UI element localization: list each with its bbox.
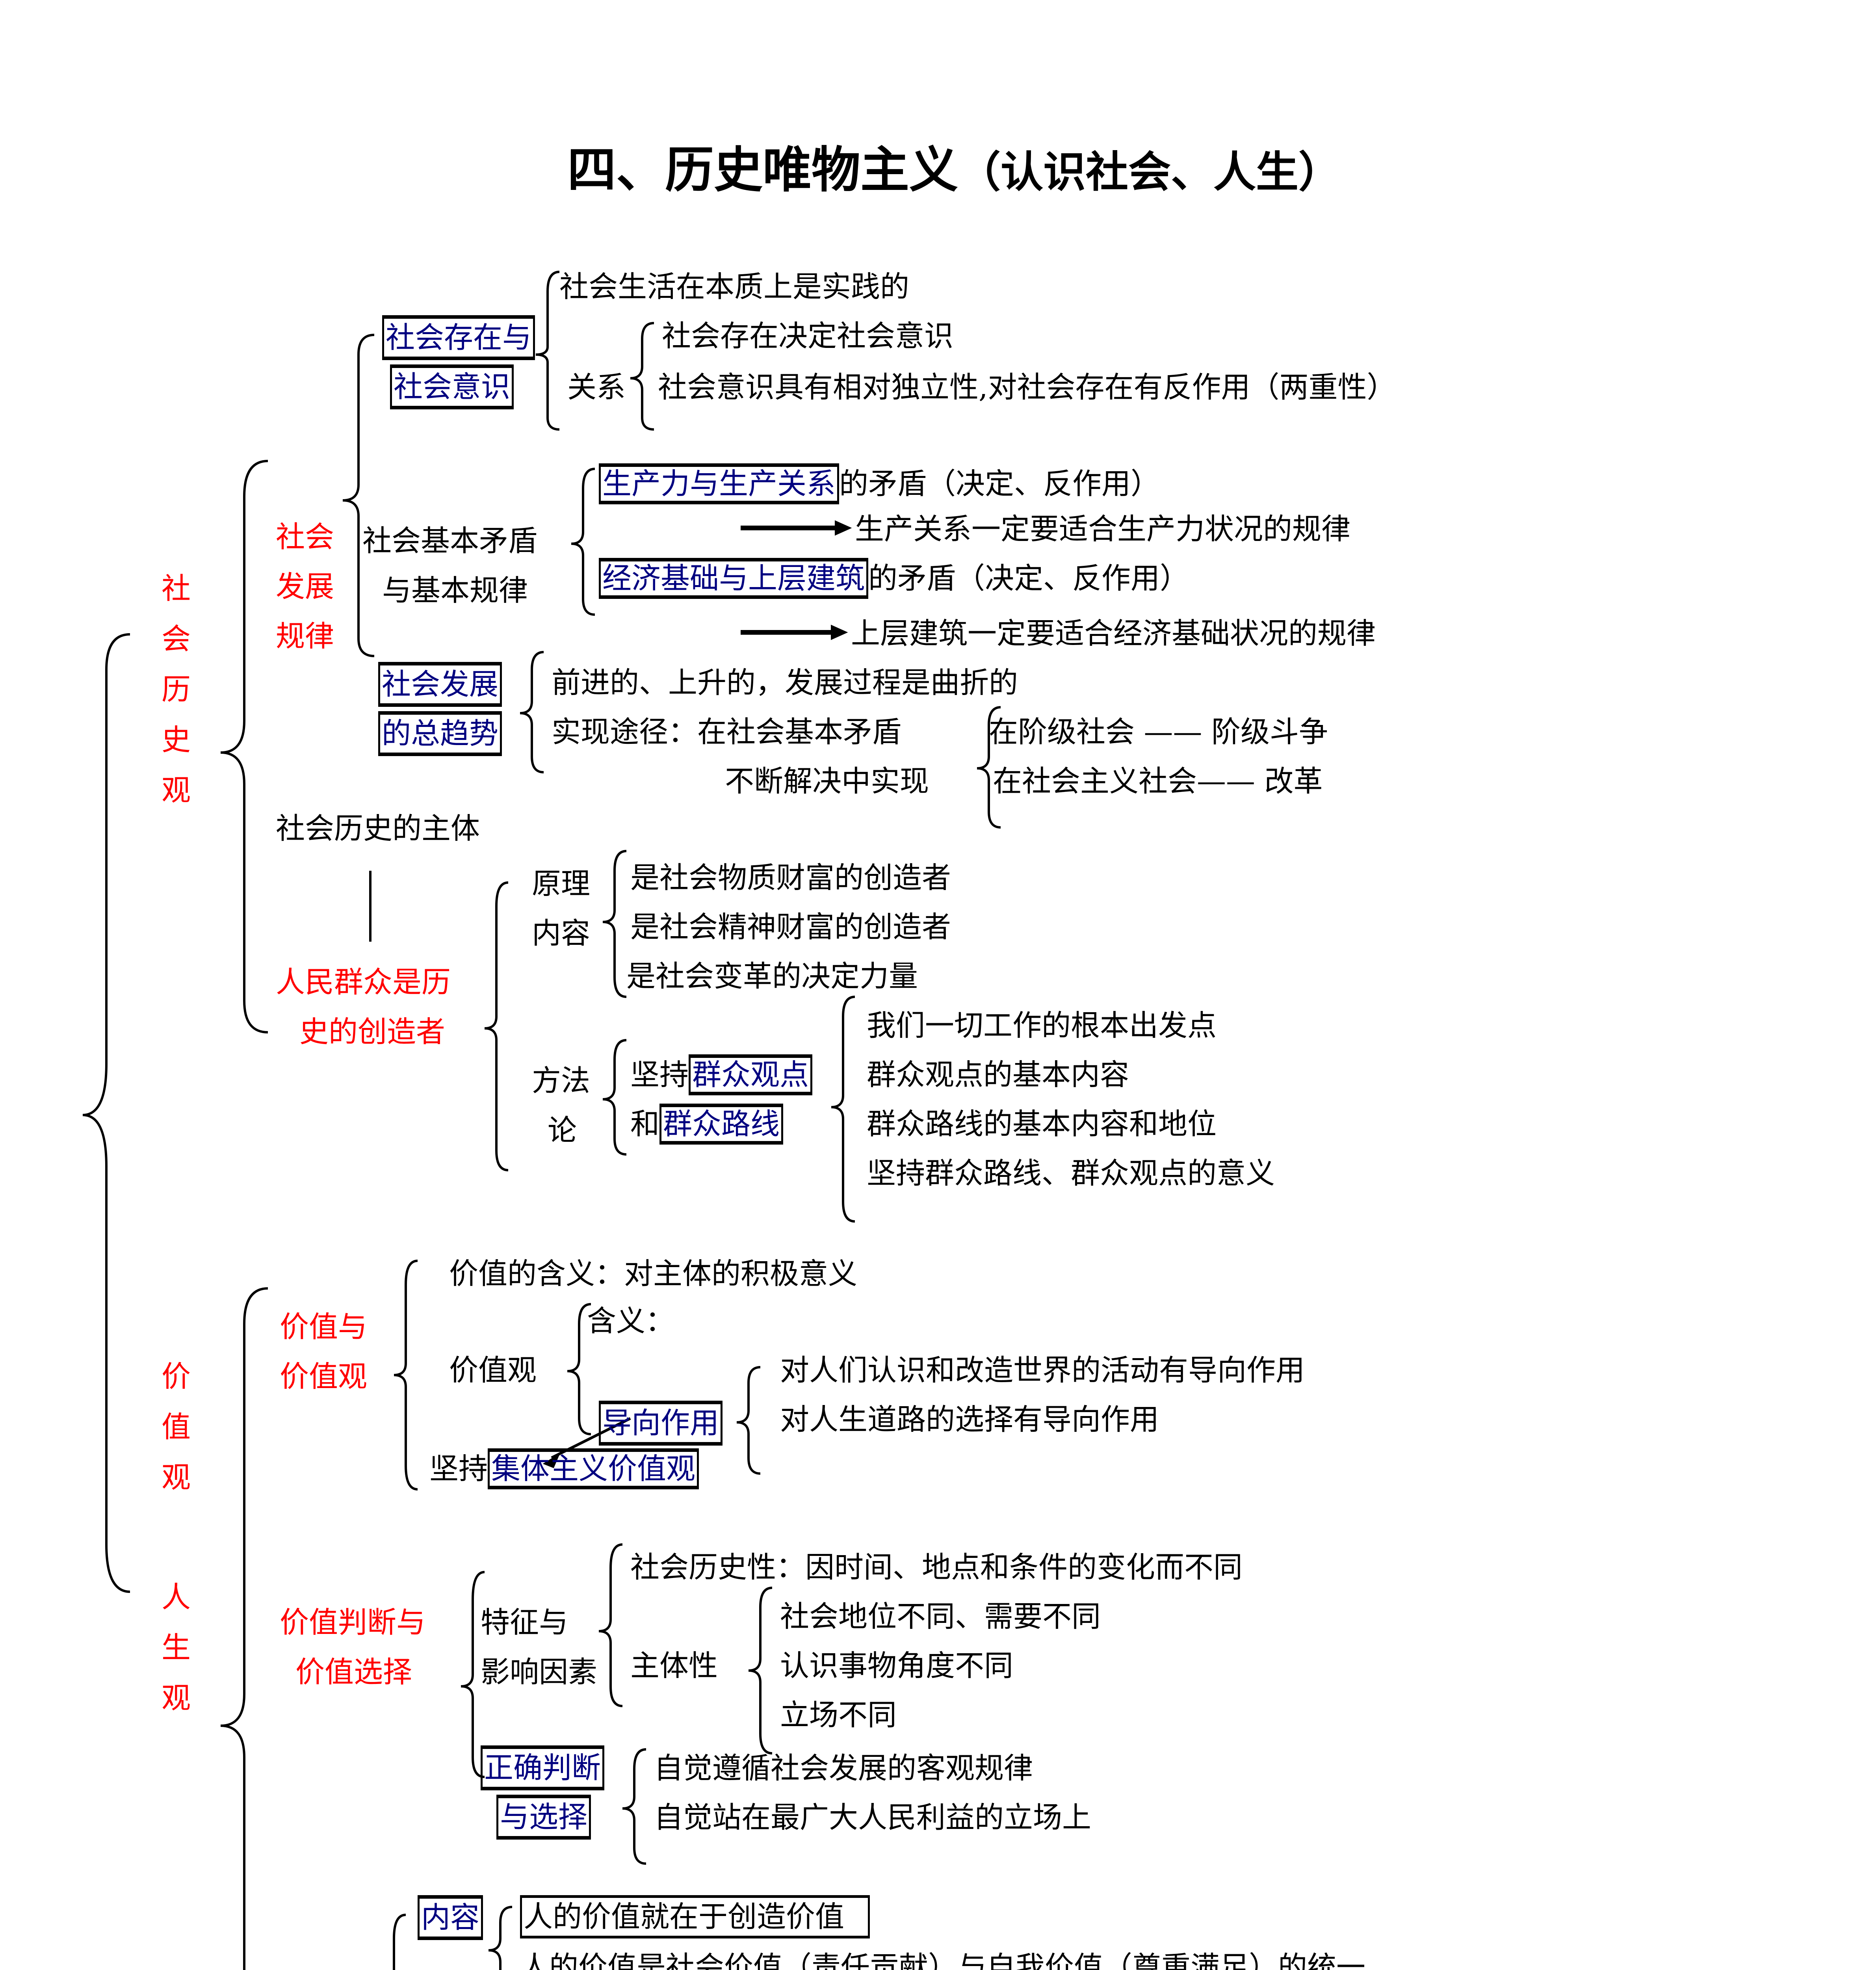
title-sub: （认识社会、人生）	[958, 148, 1341, 197]
path-item-socialism: 在社会主义社会—— 改革	[993, 764, 1323, 798]
title-main: 四、历史唯物主义	[567, 142, 958, 199]
values-meaning: 含义：	[587, 1304, 674, 1338]
correct-item-1: 自觉遵循社会发展的客观规律	[654, 1751, 1033, 1785]
principle-item-3: 是社会变革的决定力量	[626, 959, 918, 993]
content-item-2: 人的价值是社会价值（责任贡献）与自我价值（尊重满足）的统一	[520, 1950, 1365, 1970]
label-methodology: 方法 论	[532, 1064, 590, 1147]
adhere-collectivism: 坚持集体主义价值观	[429, 1448, 699, 1489]
method-item-3: 群众路线的基本内容和地位	[867, 1107, 1217, 1141]
law-2: 上层建筑一定要适合经济基础状况的规律	[851, 617, 1376, 650]
item-social-life-practice: 社会生活在本质上是实践的	[559, 270, 909, 304]
law-1: 生产关系一定要适合生产力状况的规律	[855, 512, 1350, 546]
box-guide-role: 导向作用	[599, 1401, 723, 1446]
subjectivity-item-2: 认识事物角度不同	[780, 1649, 1013, 1683]
principle-item-1: 是社会物质财富的创造者	[630, 861, 951, 895]
box-existence: 社会存在与	[382, 315, 535, 360]
box-general-trend-1: 社会发展	[378, 662, 502, 707]
label-value-and-values: 价值与 价值观	[280, 1310, 367, 1394]
label-social-development-law: 社会 发展 规律	[276, 520, 334, 653]
box-productivity: 生产力与生产关系	[599, 463, 839, 504]
label-life-view: 人生观	[162, 1580, 191, 1715]
box-collectivism: 集体主义价值观	[488, 1448, 699, 1489]
values-label: 价值观	[449, 1353, 537, 1387]
relation-item-2: 社会意识具有相对独立性,对社会存在有反作用（两重性）	[658, 370, 1396, 404]
correct-item-2: 自觉站在最广大人民利益的立场上	[654, 1801, 1091, 1834]
guide-item-1: 对人们认识和改造世界的活动有导向作用	[780, 1353, 1305, 1387]
label-judgment-choice: 价值判断与 价值选择	[280, 1606, 425, 1689]
box-mass-viewpoint: 群众观点	[689, 1054, 812, 1095]
content-item-1: 人的价值就在于创造价值	[520, 1895, 870, 1938]
relation-item-1: 社会存在决定社会意识	[662, 319, 953, 353]
box-correct-judgment-2: 与选择	[496, 1795, 591, 1840]
subjectivity-label: 主体性	[630, 1649, 718, 1683]
path-line-2: 不断解决中实现	[725, 764, 929, 798]
box-correct-judgment-1: 正确判断	[481, 1745, 604, 1790]
box-economic-base: 经济基础与上层建筑	[599, 558, 868, 599]
path-item-class: 在阶级社会 —— 阶级斗争	[989, 715, 1328, 749]
trend-item-1: 前进的、上升的，发展过程是曲折的	[552, 666, 1018, 700]
guide-item-2: 对人生道路的选择有导向作用	[780, 1403, 1159, 1437]
page-title: 四、历史唯物主义（认识社会、人生）	[567, 130, 1341, 201]
method-item-4: 坚持群众路线、群众观点的意义	[867, 1156, 1275, 1190]
subjectivity-item-1: 社会地位不同、需要不同	[780, 1600, 1101, 1634]
path-line-1: 实现途径：在社会基本矛盾	[552, 715, 901, 749]
label-history-subject: 社会历史的主体	[276, 812, 480, 846]
contradiction-1: 生产力与生产关系的矛盾（决定、反作用）	[599, 463, 1160, 504]
label-masses-creators: 人民群众是历 史的创造者	[276, 965, 451, 1049]
label-social-history-view: 社会历史观	[162, 572, 191, 807]
box-mass-line: 群众路线	[659, 1104, 783, 1145]
label-values-view: 价值观	[162, 1360, 191, 1494]
method-line-1: 坚持群众观点	[630, 1054, 812, 1095]
social-historical: 社会历史性：因时间、地点和条件的变化而不同	[630, 1550, 1243, 1584]
relation-label: 关系	[567, 370, 626, 404]
principle-item-2: 是社会精神财富的创造者	[630, 910, 951, 944]
value-meaning: 价值的含义：对主体的积极意义	[449, 1257, 857, 1291]
box-content: 内容	[418, 1895, 483, 1940]
label-principle: 原理 内容	[532, 867, 590, 950]
subjectivity-item-3: 立场不同	[780, 1698, 897, 1732]
box-consciousness: 社会意识	[390, 364, 514, 409]
label-features: 特征与 影响因素	[481, 1606, 597, 1689]
method-item-2: 群众观点的基本内容	[867, 1058, 1129, 1092]
method-line-2: 和群众路线	[630, 1104, 783, 1145]
method-item-1: 我们一切工作的根本出发点	[867, 1009, 1217, 1043]
contradiction-2: 经济基础与上层建筑的矛盾（决定、反作用）	[599, 558, 1189, 599]
label-basic-contradiction: 社会基本矛盾 与基本规律	[362, 524, 537, 608]
box-general-trend-2: 的总趋势	[378, 711, 502, 756]
